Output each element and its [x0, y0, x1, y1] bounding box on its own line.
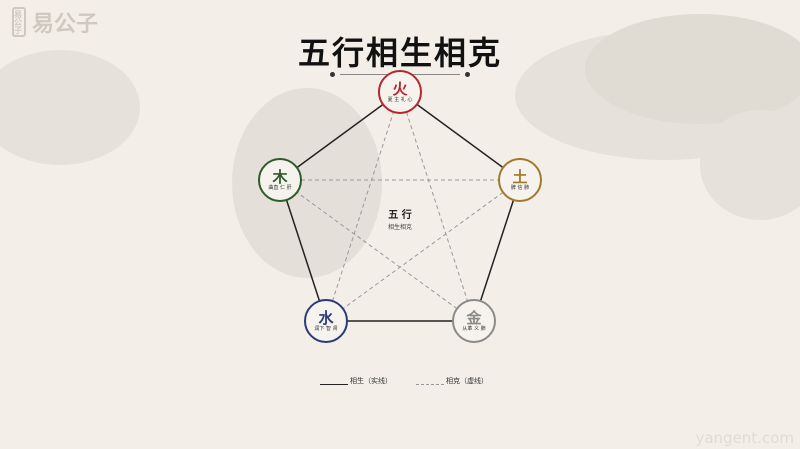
element-node-fire: 火夏 主 礼 心 [378, 70, 422, 114]
element-node-water: 水润下 智 肾 [304, 299, 348, 343]
legend-restrain: 相克（虚线） [416, 376, 488, 386]
bg-blob-right-top [585, 14, 800, 124]
element-glyph-metal: 金 [466, 308, 482, 327]
generate-line-fire-earth [399, 91, 521, 181]
element-glyph-fire: 火 [392, 79, 408, 98]
element-sub-fire: 夏 主 礼 心 [387, 96, 413, 103]
element-glyph-earth: 土 [512, 167, 528, 186]
legend-restrain-label: 相克（虚线） [446, 377, 488, 385]
restrain-lines [279, 91, 521, 322]
element-sub-earth: 脾 信 肺 [510, 184, 530, 191]
logo-seal-icon: 易公子 [12, 7, 26, 37]
brand-name: 易公子 [32, 11, 99, 37]
legend-generate-label: 相生（实线） [350, 377, 392, 385]
generate-line-wood-fire [279, 91, 401, 181]
brand-logo: 易公子 易公子 [12, 6, 98, 38]
watermark: yangent.com [695, 429, 794, 447]
center-title: 五 行 [388, 210, 412, 221]
dashed-line-icon [416, 383, 444, 385]
bg-blob-center [232, 88, 382, 278]
generate-line-water-wood [279, 179, 327, 322]
restrain-line-water-fire [325, 91, 401, 322]
center-subtitle: 相生相克 [387, 224, 412, 231]
restrain-line-metal-wood [279, 179, 475, 322]
element-node-metal: 金从革 义 肺 [452, 299, 496, 343]
element-sub-metal: 从革 义 肺 [462, 325, 486, 332]
element-node-earth: 土脾 信 肺 [498, 158, 542, 202]
element-sub-water: 润下 智 肾 [314, 325, 338, 332]
legend-generate: 相生（实线） [320, 376, 392, 386]
bg-blob-right-low [700, 110, 800, 220]
restrain-line-fire-metal [399, 91, 475, 322]
page-title: 五行相生相克 [297, 34, 502, 72]
element-node-wood: 木曲直 仁 肝 [258, 158, 302, 202]
generate-lines [279, 91, 521, 322]
bg-blob-left [0, 50, 140, 165]
generate-line-earth-metal [473, 179, 521, 322]
solid-line-icon [320, 383, 348, 385]
element-glyph-water: 水 [318, 308, 334, 327]
element-sub-wood: 曲直 仁 肝 [268, 184, 292, 191]
element-glyph-wood: 木 [272, 167, 288, 186]
restrain-line-earth-water [325, 179, 521, 322]
